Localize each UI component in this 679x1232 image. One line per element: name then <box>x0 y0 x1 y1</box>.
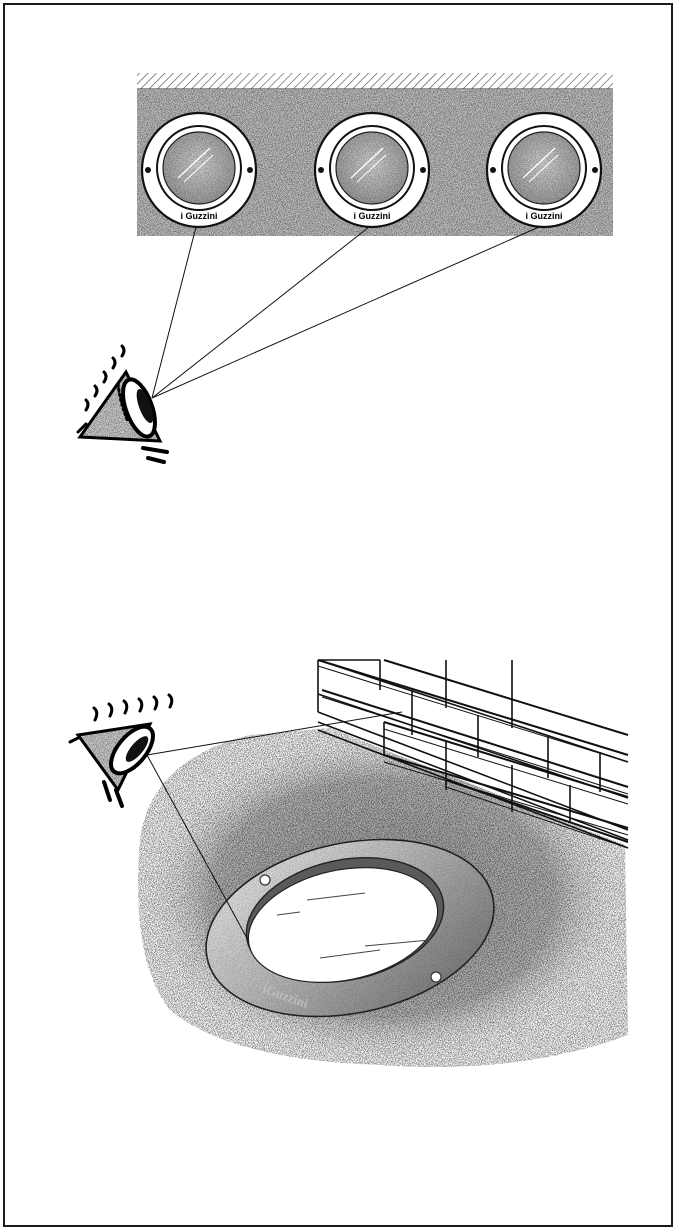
bottom-figure: iGuzzini <box>70 660 628 1067</box>
sight-lines <box>152 227 539 398</box>
downlight-fixture: i Guzzini <box>142 113 256 227</box>
fixture-brand-label: i Guzzini <box>354 211 391 221</box>
eye-icon <box>78 346 167 462</box>
downlight-fixture: i Guzzini <box>487 113 601 227</box>
fixture-brand-label: i Guzzini <box>181 211 218 221</box>
fixture-brand-label: i Guzzini <box>526 211 563 221</box>
eye-icon <box>70 695 172 806</box>
top-figure: i Guzzini i Guzzini i Guzzini <box>78 73 613 462</box>
downlight-fixture: i Guzzini <box>315 113 429 227</box>
ceiling-hatch <box>137 73 613 89</box>
